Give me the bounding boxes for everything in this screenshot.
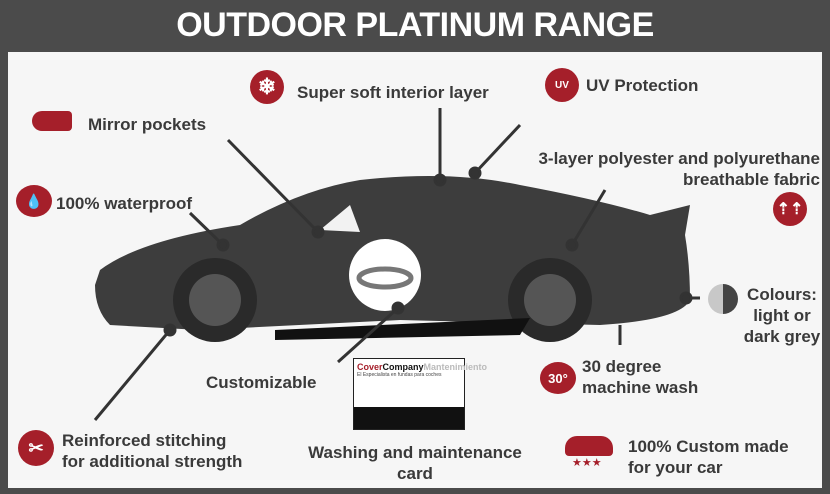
stars-icon: ★★★ bbox=[572, 457, 602, 469]
feature-uv: UV Protection bbox=[586, 76, 699, 95]
wash-line-1: 30 degree bbox=[582, 357, 662, 376]
uv-protection-icon: UV bbox=[545, 68, 579, 102]
maintenance-card-image: CoverCompanyMantenimiento El Especialist… bbox=[353, 358, 487, 430]
fabric-line-2: breathable fabric bbox=[683, 170, 820, 189]
wash-line-2: machine wash bbox=[582, 378, 699, 397]
colours-line-1: Colours: bbox=[747, 285, 817, 304]
card-brand-black: Company bbox=[382, 362, 424, 372]
feature-mirror-pockets: Mirror pockets bbox=[88, 115, 207, 134]
custom-line-2: for your car bbox=[628, 458, 723, 477]
snowflake-icon: ❄ bbox=[250, 70, 284, 104]
custom-car-icon bbox=[565, 436, 613, 456]
custom-line-1: 100% Custom made bbox=[628, 437, 789, 456]
feature-wash: 30 degree machine wash bbox=[582, 356, 698, 398]
feature-colours: Colours: light or dark grey bbox=[740, 284, 824, 347]
colours-line-2: light or bbox=[753, 306, 811, 325]
feature-custom-made: 100% Custom made for your car bbox=[628, 436, 789, 478]
card-line-1: Washing and maintenance bbox=[308, 443, 522, 462]
feature-soft-layer: Super soft interior layer bbox=[297, 83, 489, 102]
colour-swatch-icon bbox=[708, 284, 738, 314]
stitching-icon: ✂ bbox=[18, 430, 54, 466]
card-brand-grey: Mantenimiento bbox=[423, 362, 488, 372]
feature-fabric: 3-layer polyester and polyurethane breat… bbox=[520, 148, 820, 190]
breathable-arrows-icon: ⇡⇡ bbox=[773, 192, 807, 226]
feature-stitching: Reinforced stitching for additional stre… bbox=[62, 430, 242, 472]
card-line-2: card bbox=[397, 464, 433, 483]
feature-card: Washing and maintenance card bbox=[290, 442, 540, 484]
fabric-line-1: 3-layer polyester and polyurethane bbox=[538, 149, 820, 168]
card-brand-red: Cover bbox=[357, 362, 383, 372]
card-tagline: El Especialista en fundas para coches bbox=[357, 372, 442, 378]
stitch-line-1: Reinforced stitching bbox=[62, 431, 227, 450]
card-footer bbox=[354, 407, 464, 429]
colours-line-3: dark grey bbox=[743, 327, 821, 346]
feature-waterproof: 100% waterproof bbox=[56, 194, 193, 213]
wash-icon: 30° bbox=[540, 362, 576, 394]
feature-customizable: Customizable bbox=[206, 373, 317, 392]
page-title: OUTDOOR PLATINUM RANGE bbox=[176, 6, 654, 44]
stitch-line-2: for additional strength bbox=[62, 452, 243, 471]
water-drop-icon: 💧 bbox=[16, 185, 52, 217]
mirror-icon bbox=[32, 111, 72, 131]
